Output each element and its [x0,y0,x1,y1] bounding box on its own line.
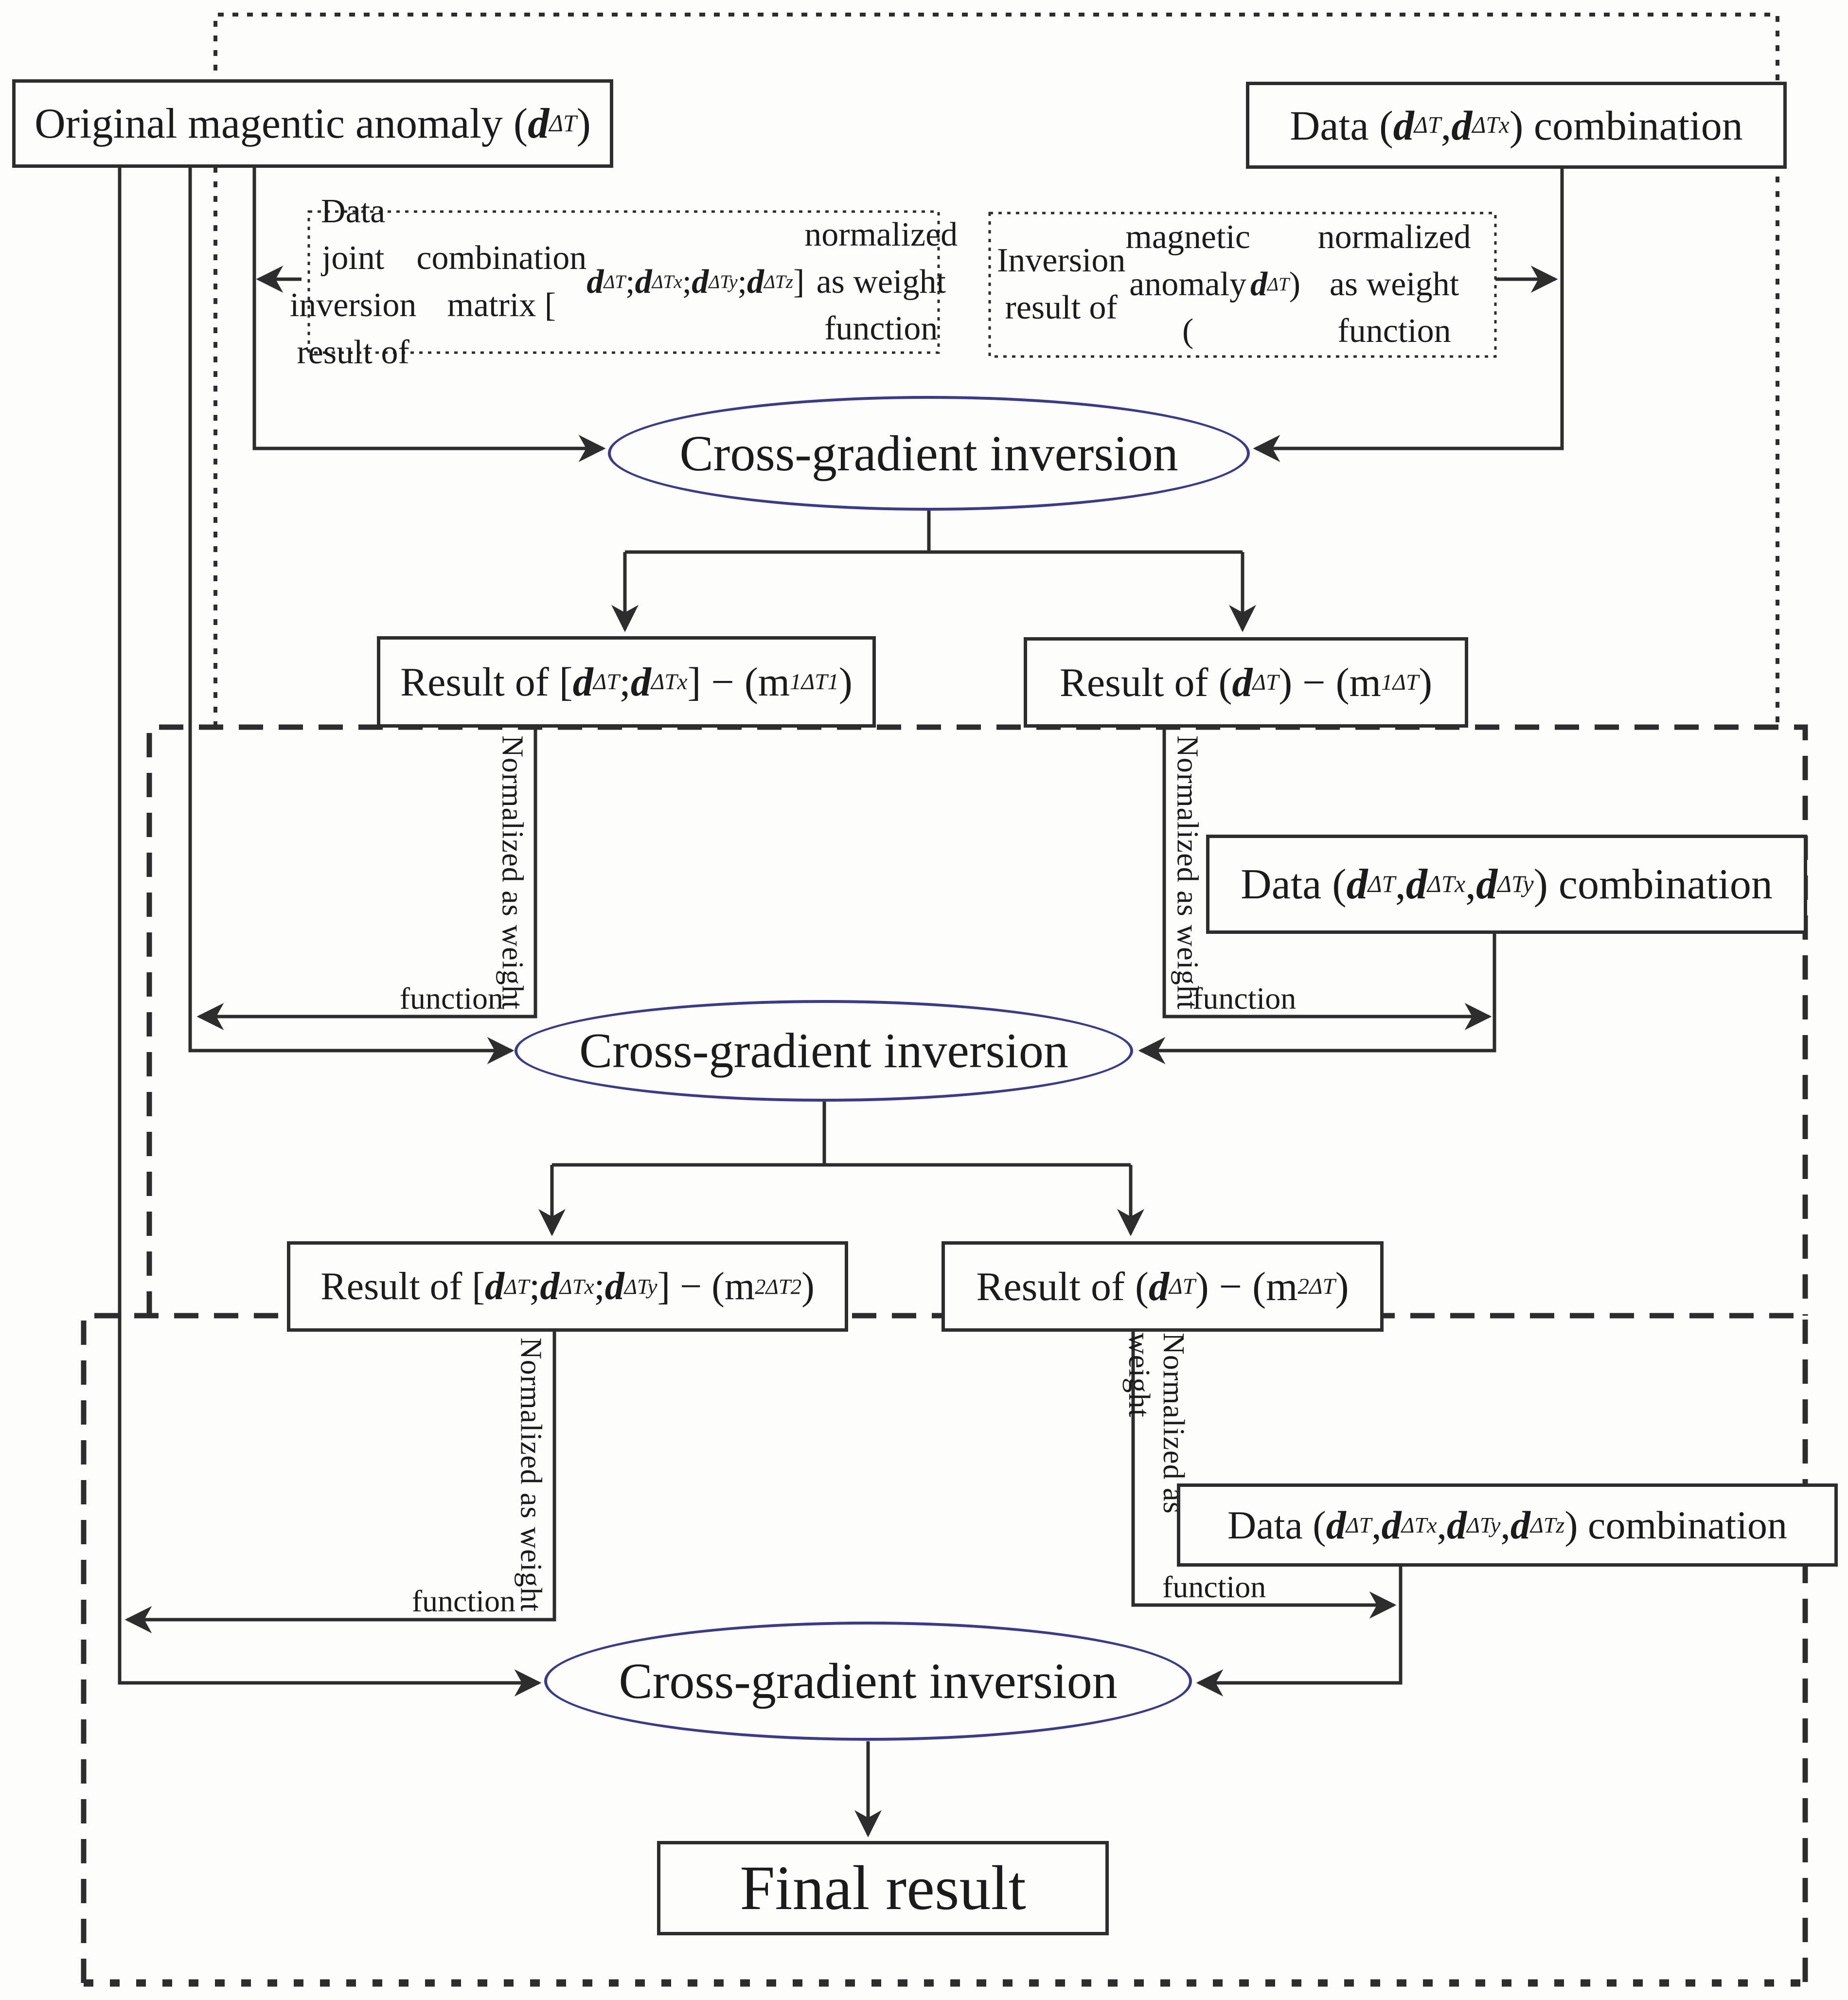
weight-label-function-l2: function [399,981,503,1016]
weight-label-function-l3: function [411,1584,515,1618]
section2-dashed-border [146,724,1808,1316]
original-path-into-ellipse1 [252,161,606,462]
weight-label-function-r3: function [1162,1570,1266,1604]
result-r2-weight-merge [1131,1325,1397,1619]
result-l2-weight-merge [124,1325,556,1633]
weight-label-vertical-r2: Normalized as weight [1171,735,1204,1010]
ellipse-cross-gradient-inversion-1: Cross-gradient inversion [608,396,1250,511]
single-inversion-dotted-box-border [988,212,1497,358]
result-l1-weight-merge [196,721,537,1030]
ellipse-cross-gradient-inversion-2: Cross-gradient inversion [515,1000,1133,1102]
weight-label-function-r2: function [1192,981,1297,1016]
ellipse1-label: Cross-gradient inversion [679,425,1178,482]
ellipse3-label: Cross-gradient inversion [619,1653,1118,1709]
original-path-into-ellipse3 [118,161,542,1696]
data2-path-into-ellipse2 [1138,928,1496,1064]
ellipse-cross-gradient-inversion-3: Cross-gradient inversion [544,1622,1192,1741]
original-path-into-ellipse2 [188,161,515,1064]
node-final-result: Final result [657,1841,1109,1935]
final-result-label: Final result [740,1853,1026,1923]
ellipse2-label: Cross-gradient inversion [579,1023,1068,1078]
result-r1-weight-merge [1162,721,1492,1030]
data3-path-into-ellipse3 [1196,1560,1403,1696]
weight-label-vertical-r3: Normalized as weight [1122,1333,1190,1514]
connectors [118,161,1564,1838]
weight-label-vertical-l2: Normalized as weight [496,735,529,1010]
weight-label-vertical-l3: Normalized as weight [514,1338,548,1612]
data1-path-into-ellipse1 [1253,162,1564,462]
joint-inversion-dotted-box-border [307,210,940,354]
section1-dotted-border [213,13,1779,727]
